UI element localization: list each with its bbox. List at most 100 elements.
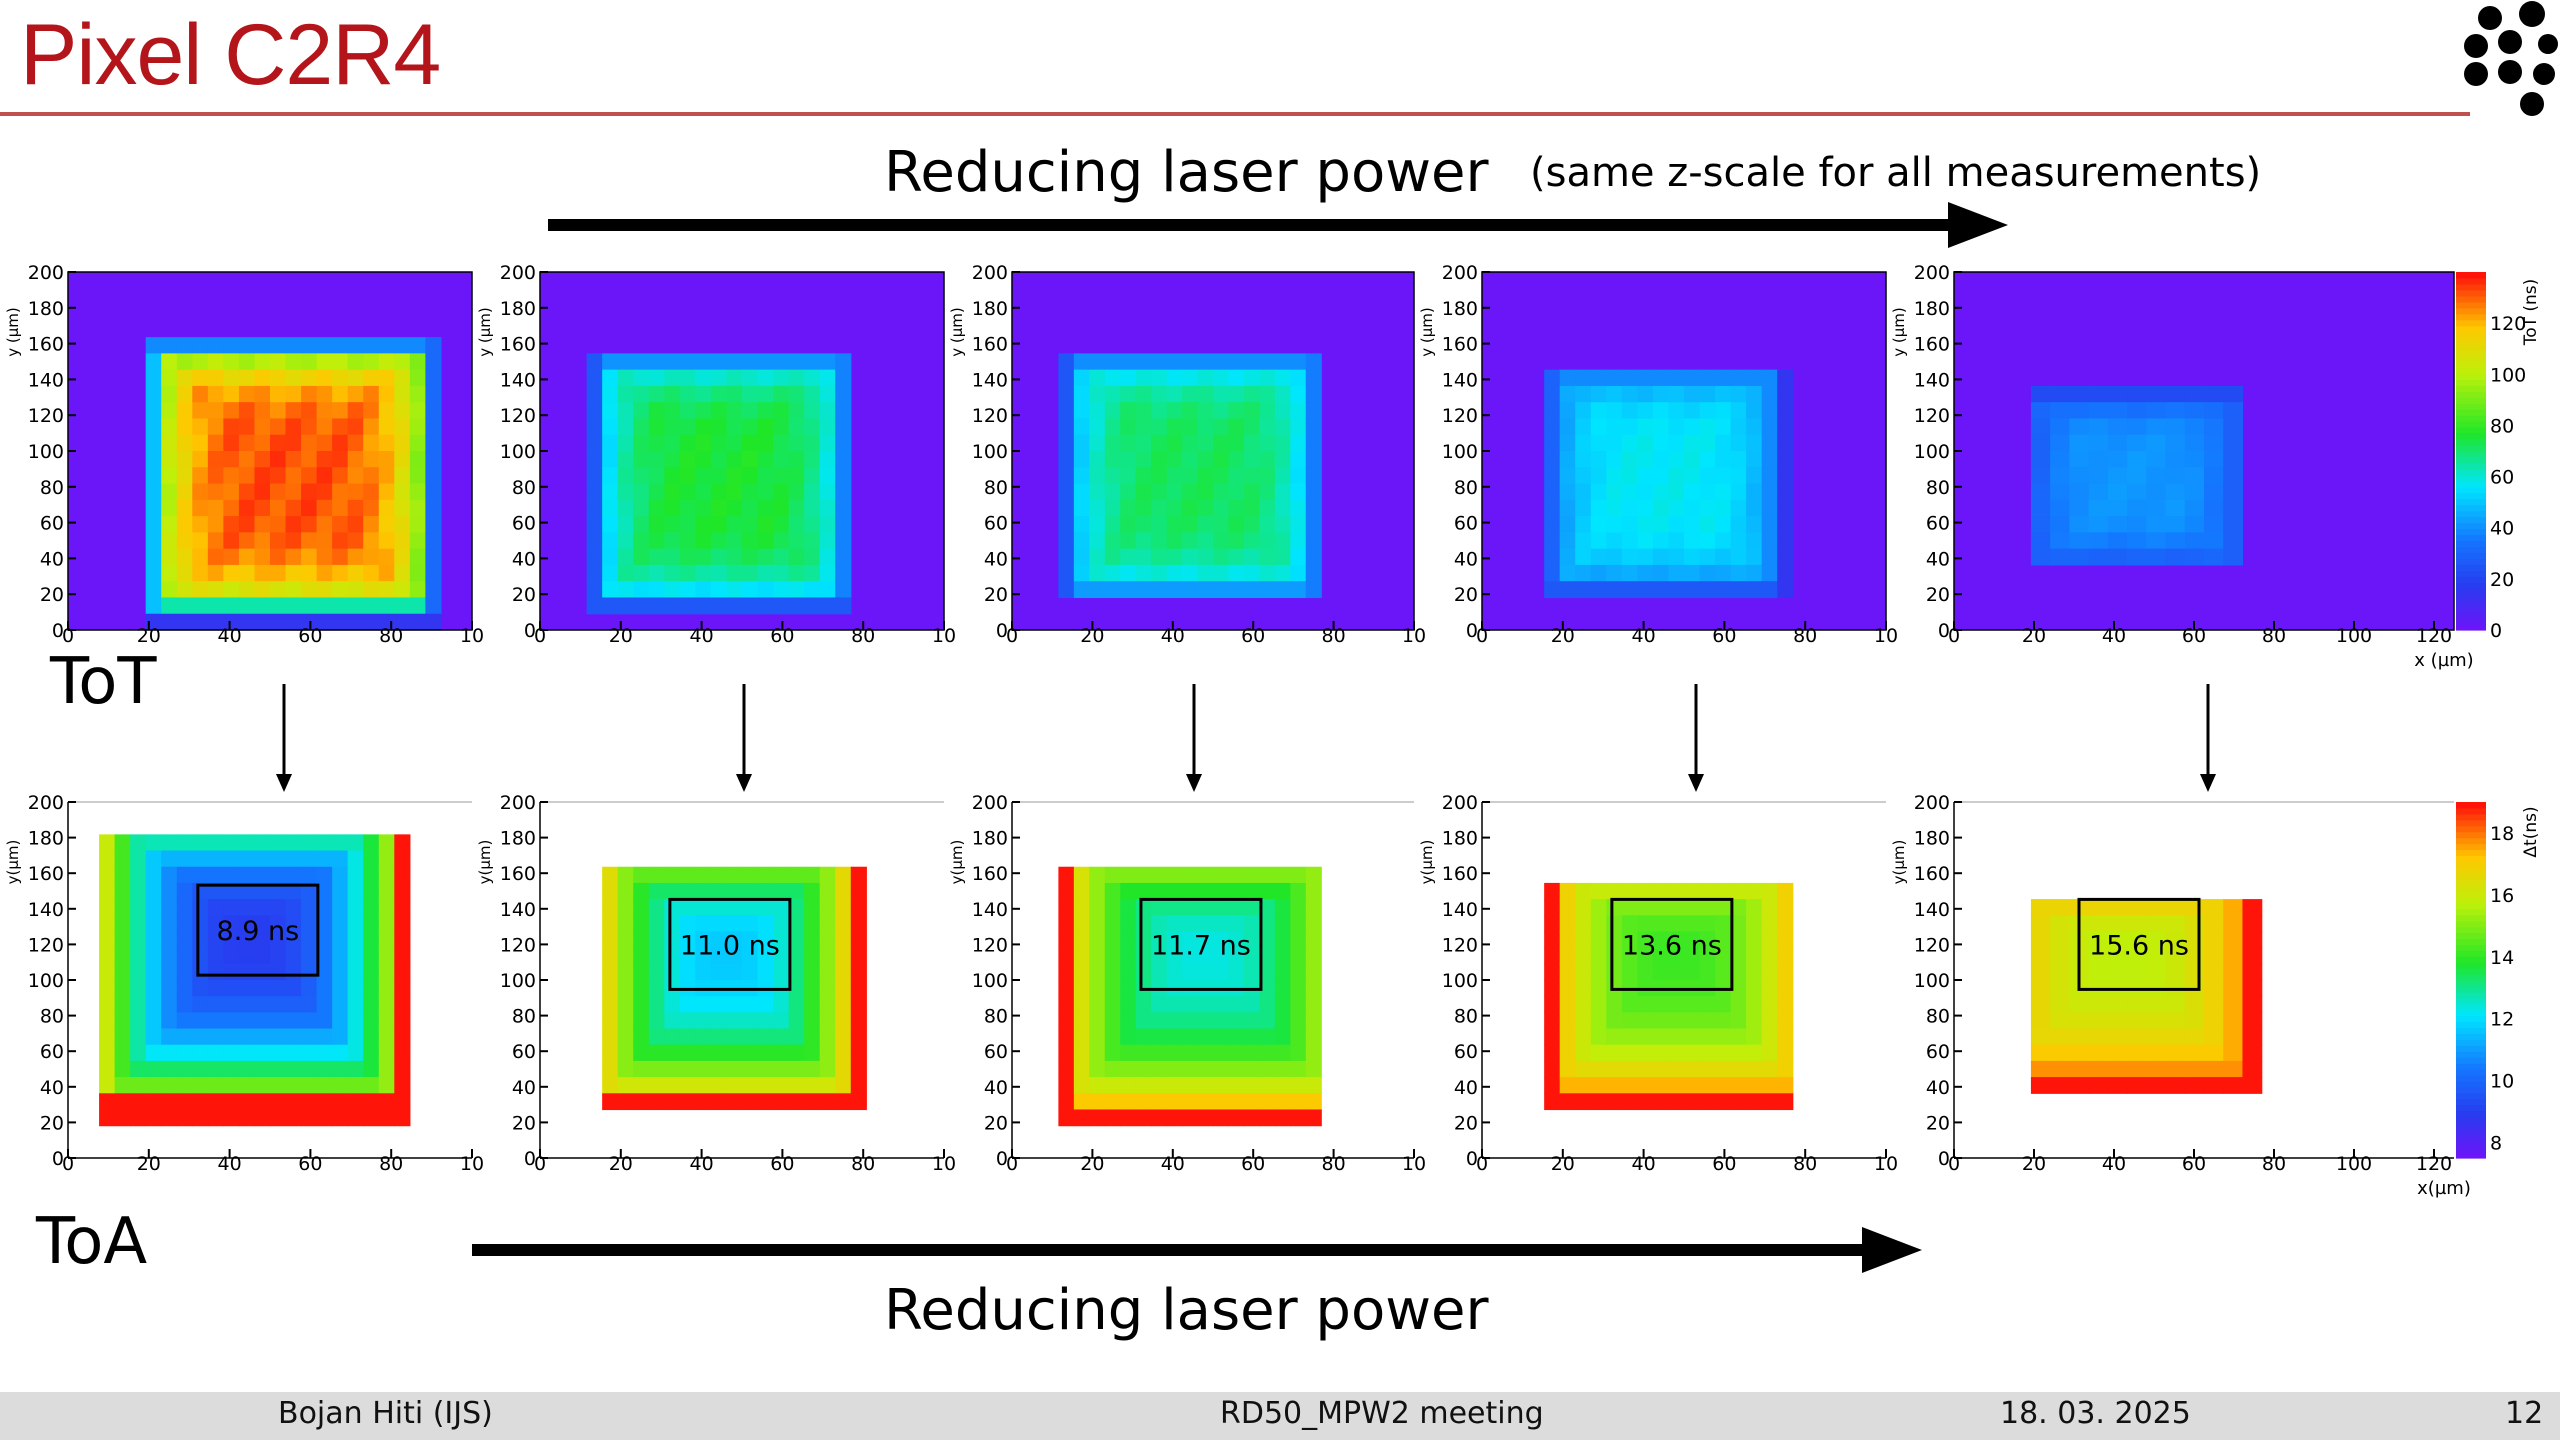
heatmap-cell	[602, 516, 619, 533]
heatmap-cell	[363, 1028, 380, 1046]
heatmap-cell	[145, 1044, 162, 1062]
heatmap-cell	[114, 963, 131, 981]
heatmap-cell	[1182, 467, 1199, 485]
heatmap-cell	[1120, 963, 1137, 981]
heatmap-cell	[1120, 1028, 1137, 1046]
heatmap-cell	[679, 548, 696, 566]
heatmap-cell	[378, 1077, 395, 1094]
heatmap-cell	[819, 516, 836, 533]
heatmap-cell	[2127, 996, 2147, 1013]
heatmap-cell	[1120, 483, 1137, 501]
heatmap-cell	[2146, 467, 2167, 485]
heatmap-cell	[1637, 467, 1654, 485]
heatmap-cell	[773, 483, 790, 501]
heatmap-cell	[1761, 963, 1778, 981]
heatmap-cell	[1182, 516, 1199, 533]
x-tick-label: 100	[2336, 625, 2372, 647]
heatmap-cell	[1621, 483, 1638, 501]
heatmap-cell	[788, 899, 805, 916]
heatmap-cell	[1699, 1093, 1716, 1111]
heatmap-cell	[1699, 996, 1716, 1013]
heatmap-cell	[835, 434, 852, 452]
heatmap-cell	[710, 1060, 728, 1078]
y-axis-label: y(µm)	[476, 840, 494, 885]
heatmap-cell	[679, 1012, 696, 1030]
heatmap-cell	[161, 963, 178, 981]
heatmap-cell	[270, 483, 287, 501]
heatmap-cell	[192, 850, 209, 868]
heatmap-cell	[1073, 1028, 1090, 1046]
heatmap-cell	[207, 980, 224, 997]
heatmap-cell	[409, 402, 426, 420]
heatmap-cell	[1073, 418, 1090, 436]
x-tick-label: 10	[932, 625, 956, 647]
heatmap-cell	[176, 963, 193, 981]
heatmap-cell	[788, 418, 805, 436]
heatmap-cell	[425, 532, 442, 550]
heatmap-cell	[2165, 947, 2186, 965]
colorbar-segment	[2456, 361, 2486, 369]
heatmap-cell	[695, 915, 712, 933]
roi-box	[2077, 897, 2201, 991]
colorbar-segment	[2456, 1003, 2486, 1011]
heatmap-cell	[207, 915, 224, 933]
heatmap-cell	[1575, 548, 1592, 566]
heatmap-cell	[114, 850, 131, 868]
heatmap-cell	[254, 418, 271, 436]
heatmap-cell	[347, 499, 364, 517]
heatmap-cell	[192, 548, 209, 566]
heatmap-cell	[270, 499, 287, 517]
heatmap-cell	[1637, 418, 1654, 436]
heatmap-cell	[788, 581, 805, 599]
heatmap-cell	[1259, 947, 1276, 965]
heatmap-cell	[742, 1028, 759, 1046]
heatmap-cell	[394, 532, 411, 550]
x-tick-label: 40	[2102, 1153, 2126, 1175]
heatmap-cell	[1104, 996, 1121, 1013]
heatmap-cell	[1182, 434, 1199, 452]
arrow-head	[1186, 774, 1202, 792]
heatmap-cell	[1746, 581, 1763, 599]
heatmap-cell	[788, 499, 805, 517]
heatmap-cell	[2127, 467, 2147, 485]
heatmap-cell	[1120, 1093, 1137, 1111]
heatmap-cell	[254, 996, 271, 1013]
heatmap-cell	[2127, 483, 2147, 501]
heatmap-cell	[409, 548, 426, 566]
heatmap-cell	[757, 1077, 774, 1094]
heatmap-cell	[1151, 402, 1168, 420]
y-tick-label: 60	[512, 513, 536, 535]
heatmap-cell	[192, 564, 209, 582]
heatmap-cell	[1777, 369, 1794, 387]
heatmap-cell	[254, 931, 271, 949]
heatmap-cell	[726, 402, 743, 420]
heatmap-cell	[602, 434, 619, 452]
heatmap-cell	[192, 434, 209, 452]
heatmap-cell	[819, 1093, 836, 1111]
heatmap-cell	[835, 996, 852, 1013]
heatmap-cell	[1228, 899, 1245, 916]
colorbar-segment	[2456, 421, 2486, 428]
heatmap-cell	[742, 1012, 759, 1030]
heatmap-cell	[742, 564, 759, 582]
heatmap-cell	[2223, 980, 2244, 997]
y-tick-label: 80	[512, 477, 536, 499]
heatmap-cell	[586, 483, 603, 501]
heatmap-cell	[1228, 467, 1245, 485]
heatmap-cell	[1559, 947, 1576, 965]
heatmap-cell	[742, 467, 759, 485]
heatmap-cell	[2127, 499, 2147, 517]
heatmap-cell	[1228, 1093, 1245, 1111]
heatmap-cell	[835, 1060, 852, 1078]
heatmap-cell	[2088, 996, 2109, 1013]
heatmap-cell	[1058, 564, 1075, 582]
heatmap-cell	[1073, 899, 1090, 916]
heatmap-cell	[394, 418, 411, 436]
heatmap-cell	[1746, 1012, 1763, 1030]
heatmap-cell	[679, 451, 696, 468]
y-tick-label: 100	[1442, 970, 1478, 992]
heatmap-cell	[804, 369, 821, 387]
heatmap-cell	[819, 483, 836, 501]
heatmap-cell	[617, 418, 634, 436]
heatmap-cell	[99, 947, 116, 965]
